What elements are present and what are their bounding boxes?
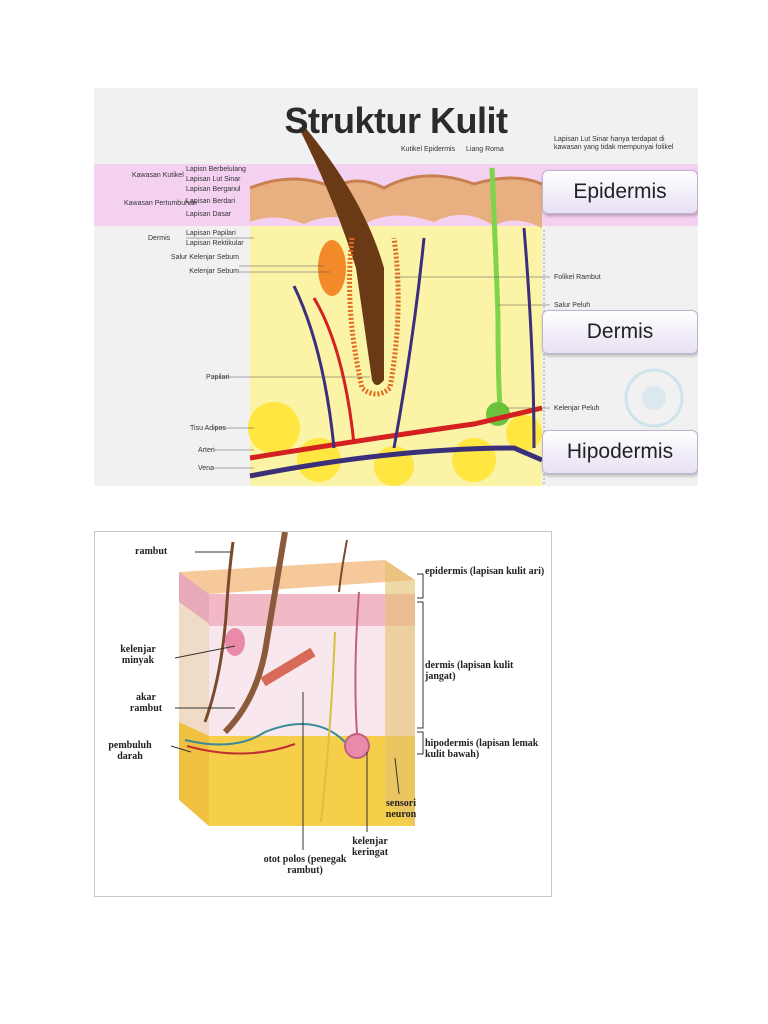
label-kelenjar-sebum: Kelenjar Sebum [189,268,239,275]
label-salur-kelenjar-sebum: Salur Kelenjar Sebum [170,254,239,261]
label-liang-roma: Liang Roma [466,146,504,153]
label-lapisan-lut-sinar: Lapisan Lut Sinar [186,176,241,183]
label-hipodermis: hipodermis (lapisan lemak kulit bawah) [425,738,539,760]
label-dermis: Dermis [148,235,171,242]
label-sensori-neuron: sensori neuron [385,798,417,820]
label-salur-peluh: Salur Peluh [554,302,591,309]
label-tisu-adipos: Tisu Adipos [190,425,226,432]
label-pembuluh-darah: pembuluh darah [108,740,152,762]
label-folikel-rambut: Folikel Rambut [554,274,601,281]
label-akar-rambut: akar rambut [129,692,163,714]
label-lapisan-berganul: Lapisan Berganul [186,186,241,193]
label-lapisan-dasar: Lapisan Dasar [186,211,232,218]
label-kawasan-pertumbuhan: Kawasan Pertumbuhan [124,200,197,207]
skin-structure-diagram: Struktur Kulit Kutikel Epidermis Liang R… [94,88,698,486]
label-lapisan-berbelulang: Lapisn Berbelulang [186,166,246,173]
label-rambut: rambut [135,546,168,557]
label-dermis: dermis (lapisan kulit jangat) [425,660,514,682]
label-kelenjar-minyak: kelenjar minyak [120,644,156,666]
label-arteri: Arteri [198,447,215,454]
label-epidermis: epidermis (lapisan kulit ari) [425,566,545,577]
label-kelenjar-peluh: Kelenjar Peluh [554,405,600,412]
badge-epidermis: Epidermis [542,170,698,214]
label-kelenjar-keringat: kelenjar keringat [351,836,389,858]
label-lapisan-papilari: Lapisan Papilari [186,230,236,237]
label-kutikel-epidermis: Kutikel Epidermis [401,146,456,153]
badge-dermis: Dermis [542,310,698,354]
diagram-title: Struktur Kulit [284,100,509,141]
badge-hipodermis: Hipodermis [542,430,698,474]
label-vena: Vena [198,465,214,472]
note-lapisan-lut-sinar: Lapisan Lut Sinar hanya terdapat di kawa… [554,136,674,151]
skin-cross-section-diagram: rambut kelenjar minyak akar rambut pembu… [94,531,552,897]
label-kawasan-kutikel: Kawasan Kutikel [132,172,184,179]
skin-block-illustration [170,532,424,850]
label-lapisan-berdari: Lapisan Berdari [186,198,236,205]
label-lapisan-rektikular: Lapisan Rektikular [186,240,244,247]
label-otot-polos: otot polos (penegak rambut) [263,854,347,876]
label-papilari: Papilari [206,374,230,381]
